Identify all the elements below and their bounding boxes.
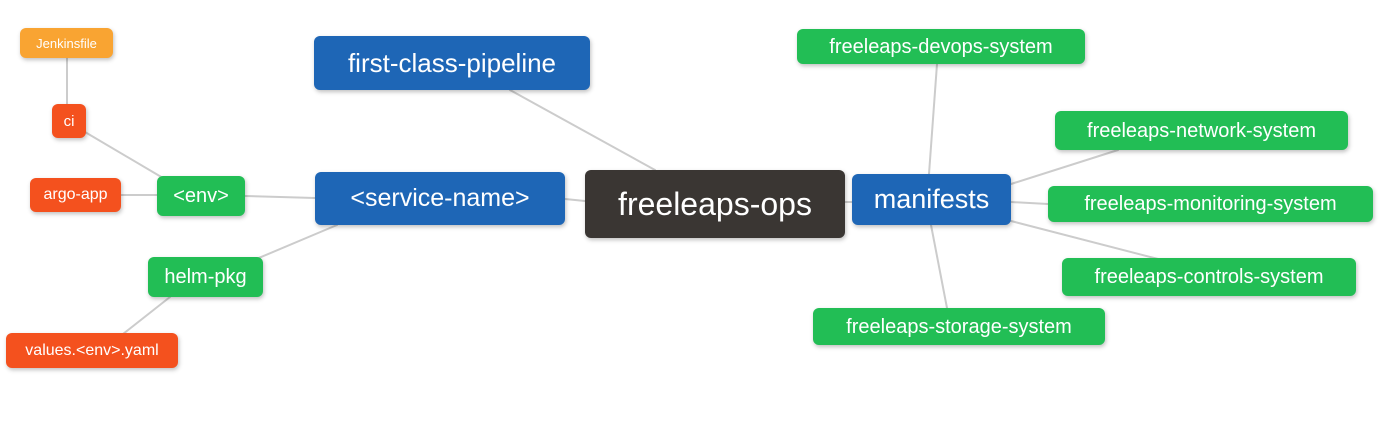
node-jenkinsfile[interactable]: Jenkinsfile <box>20 28 113 58</box>
node-network-system-label: freeleaps-network-system <box>1087 119 1316 142</box>
node-helm-pkg-label: helm-pkg <box>164 266 247 288</box>
edge-servicename-ops <box>564 198 586 202</box>
node-devops-system[interactable]: freeleaps-devops-system <box>797 29 1085 64</box>
node-controls-system[interactable]: freeleaps-controls-system <box>1062 258 1356 296</box>
node-storage-system-label: freeleaps-storage-system <box>846 315 1072 338</box>
node-network-system[interactable]: freeleaps-network-system <box>1055 111 1348 150</box>
node-helm-pkg[interactable]: helm-pkg <box>148 257 263 297</box>
node-argo-app-label: argo-app <box>43 186 108 203</box>
node-service-name[interactable]: <service-name> <box>315 172 565 225</box>
edge-manifests-network <box>1010 149 1119 185</box>
edge-ci-env <box>84 131 164 179</box>
edge-servicename-helmpkg <box>253 224 338 261</box>
edge-env-servicename <box>244 195 316 199</box>
edge-manifests-controls <box>1010 220 1159 260</box>
node-values-env-yaml[interactable]: values.<env>.yaml <box>6 333 178 368</box>
node-ci-label: ci <box>63 112 75 130</box>
node-service-name-label: <service-name> <box>350 184 530 212</box>
node-storage-system[interactable]: freeleaps-storage-system <box>813 308 1105 345</box>
node-devops-system-label: freeleaps-devops-system <box>829 35 1053 58</box>
node-values-env-yaml-label: values.<env>.yaml <box>25 341 159 359</box>
node-freeleaps-ops-label: freeleaps-ops <box>618 186 812 222</box>
node-manifests[interactable]: manifests <box>852 174 1011 225</box>
node-first-class-pipeline-label: first-class-pipeline <box>347 48 557 78</box>
edge-devops-manifests <box>928 63 938 175</box>
edge-pipeline-ops <box>509 89 656 171</box>
node-first-class-pipeline[interactable]: first-class-pipeline <box>314 36 590 90</box>
node-jenkinsfile-label: Jenkinsfile <box>36 35 97 51</box>
node-monitoring-system[interactable]: freeleaps-monitoring-system <box>1048 186 1373 222</box>
edge-manifests-storage <box>930 224 948 309</box>
node-manifests-label: manifests <box>873 184 990 214</box>
node-ci[interactable]: ci <box>52 104 86 138</box>
node-monitoring-system-label: freeleaps-monitoring-system <box>1084 193 1337 215</box>
node-env-label: <env> <box>173 185 229 207</box>
node-freeleaps-ops-root[interactable]: freeleaps-ops <box>585 170 845 238</box>
node-argo-app[interactable]: argo-app <box>30 178 121 212</box>
edge-manifests-monitoring <box>1010 201 1049 205</box>
edge-helmpkg-values <box>122 296 171 335</box>
node-env[interactable]: <env> <box>157 176 245 216</box>
node-controls-system-label: freeleaps-controls-system <box>1094 266 1324 288</box>
